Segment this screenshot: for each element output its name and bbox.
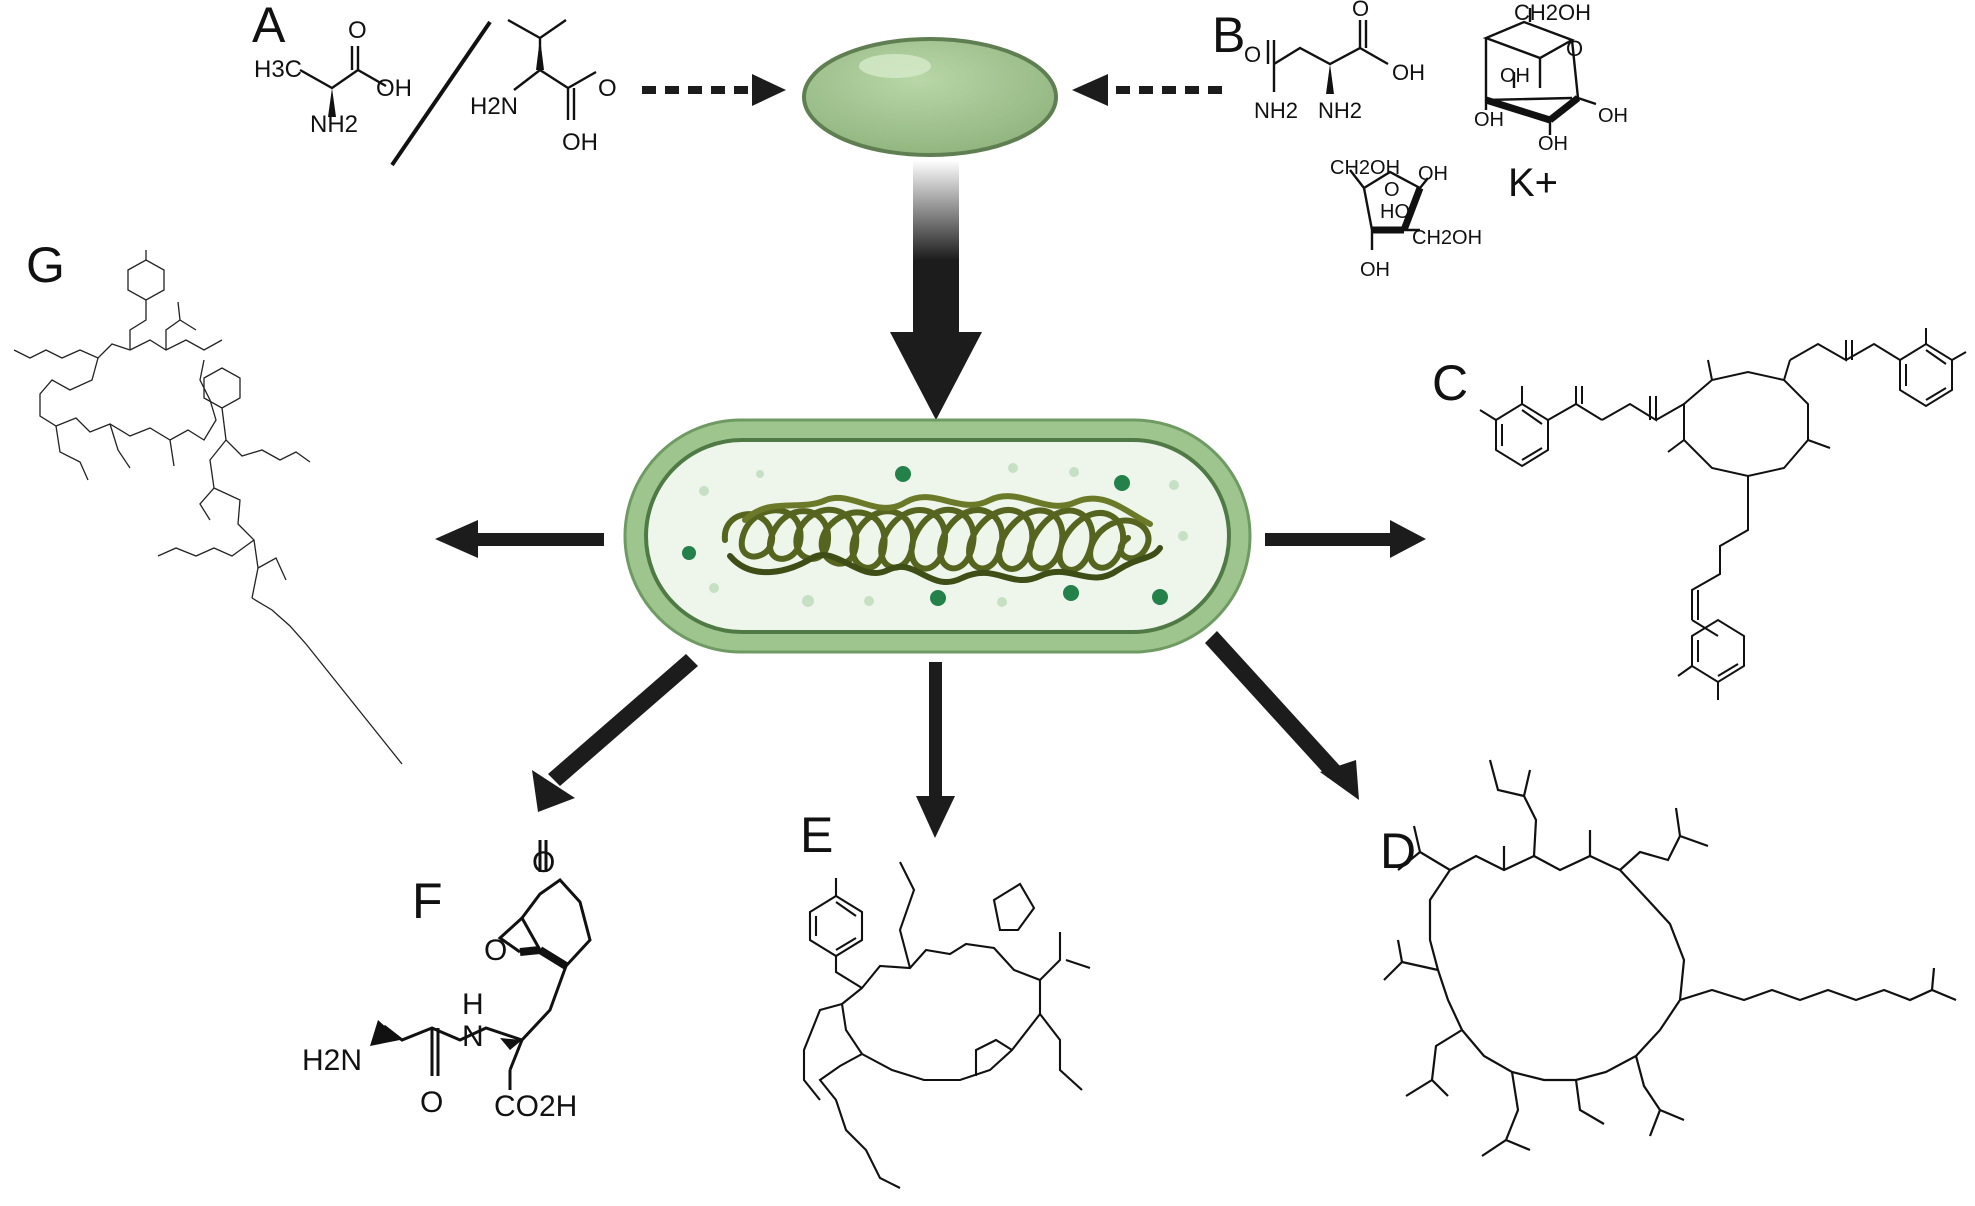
glucose-ring-o-label: O [1566,36,1583,61]
nutrient-cell [802,37,1058,157]
bacilysin-epoxide-o: O [484,934,507,967]
ala-nh2-label: NH2 [310,111,358,138]
val-h2n-label: H2N [470,93,518,120]
val-o-label: O [598,75,617,102]
bacilysin-n: N [462,1020,484,1053]
glucose-oh-4: OH [1598,105,1628,127]
ala-oh-label: OH [376,75,412,102]
asn-amide-o-label: O [1244,42,1261,67]
glucose-ch2oh-label: CH2OH [1514,0,1591,25]
fructose-oh-1: OH [1418,163,1448,185]
bacilysin-co2h: CO2H [494,1090,577,1123]
bacilysin-amide-o: O [420,1086,443,1119]
glucose-oh-3: OH [1538,133,1568,155]
panel-C-enterobactin [1479,328,1967,700]
potassium-ion-label: K+ [1508,161,1558,205]
fructose-oh-3: OH [1360,259,1390,281]
fructose-ring-o-label: O [1384,179,1400,201]
panel-F-bacilysin [370,840,592,1090]
panel-label-B: B [1212,7,1246,63]
panel-B-glucose [1482,8,1597,135]
panel-label-G: G [26,237,65,293]
arrow-to-D [1205,631,1359,800]
arrow-to-G [435,520,604,558]
fructose-ho-label: HO [1380,201,1410,223]
panel-label-F: F [412,873,443,929]
asn-amide-nh2-label: NH2 [1254,98,1298,123]
panel-label-E: E [800,807,834,863]
panel-label-D: D [1380,823,1417,879]
asn-oh-label: OH [1392,60,1425,85]
panel-label-C: C [1432,355,1469,411]
panel-label-A: A [252,0,286,53]
asn-acid-o-label: O [1352,0,1369,21]
panel-D-surfactin [1383,759,1957,1157]
main-down-arrow [890,160,982,420]
uptake-arrow-left [642,74,786,106]
arrow-to-F [532,654,698,812]
panel-B-fructose [1349,169,1429,250]
asn-nh2-label: NH2 [1318,98,1362,123]
bacilysin-h: H [462,988,484,1021]
chromosome-dna [721,493,1163,585]
bacilysin-h2n: H2N [302,1044,362,1077]
ala-o-label: O [348,17,367,44]
ala-h3c-label: H3C [254,56,302,83]
uptake-arrow-right [1072,74,1222,106]
bacilysin-ketone-o: O [532,846,555,879]
panel-A-valine [507,18,597,120]
glucose-oh-2: OH [1474,109,1504,131]
fructose-ch2oh-label: CH2OH [1330,157,1400,179]
fructose-ch2oh-2: CH2OH [1412,227,1482,249]
ribosome-dots [682,463,1188,607]
arrow-to-C [1265,520,1426,558]
panel-A-slash [390,20,492,167]
panel-E-lipopeptide [802,861,1091,1189]
arrow-to-E [916,662,955,838]
val-oh-label: OH [562,129,598,156]
bacterium-cell [623,418,1252,654]
panel-A-alanine [299,46,387,117]
panel-G-lipopeptide [13,250,403,765]
glucose-oh-1: OH [1500,65,1530,87]
panel-B-asparagine [1266,20,1389,94]
